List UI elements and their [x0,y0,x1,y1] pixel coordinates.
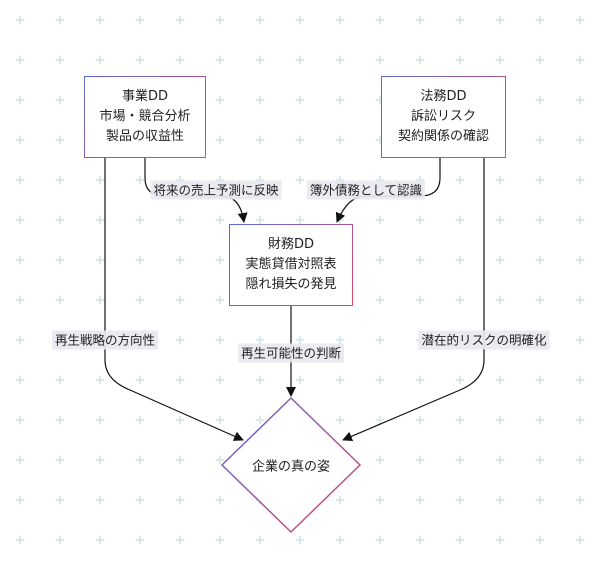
business-dd-title: 事業DD [121,89,169,104]
legal-dd-line1: 訴訟リスク [410,109,476,124]
edge-legal-to-result [342,157,485,442]
edge-label-finance-to-result: 再生可能性の判断 [237,343,345,363]
legal-dd-line2: 契約関係の確認 [397,129,489,144]
finance-dd-title: 財務DD [267,237,315,252]
edge-label-legal-to-finance: 簿外債務として認識 [306,180,426,200]
edge-label-legal-to-result: 潜在的リスクの明確化 [418,330,550,350]
legal-dd-node: 法務DD 訴訟リスク 契約関係の確認 [381,76,506,158]
business-dd-node: 事業DD 市場・競合分析 製品の収益性 [84,76,206,158]
edge-label-business-to-result: 再生戦略の方向性 [51,330,159,350]
business-dd-line2: 製品の収益性 [105,129,184,144]
edge-business-to-result [104,157,244,441]
result-label: 企業の真の姿 [251,459,331,475]
legal-dd-title: 法務DD [420,89,467,104]
finance-dd-line1: 実態貸借対照表 [245,257,337,272]
result-diamond [220,396,362,534]
finance-dd-node: 財務DD 実態貸借対照表 隠れ損失の発見 [229,224,353,306]
finance-dd-line2: 隠れ損失の発見 [245,277,337,292]
edge-label-business-to-finance: 将来の売上予測に反映 [150,180,282,200]
business-dd-line1: 市場・競合分析 [99,109,191,124]
